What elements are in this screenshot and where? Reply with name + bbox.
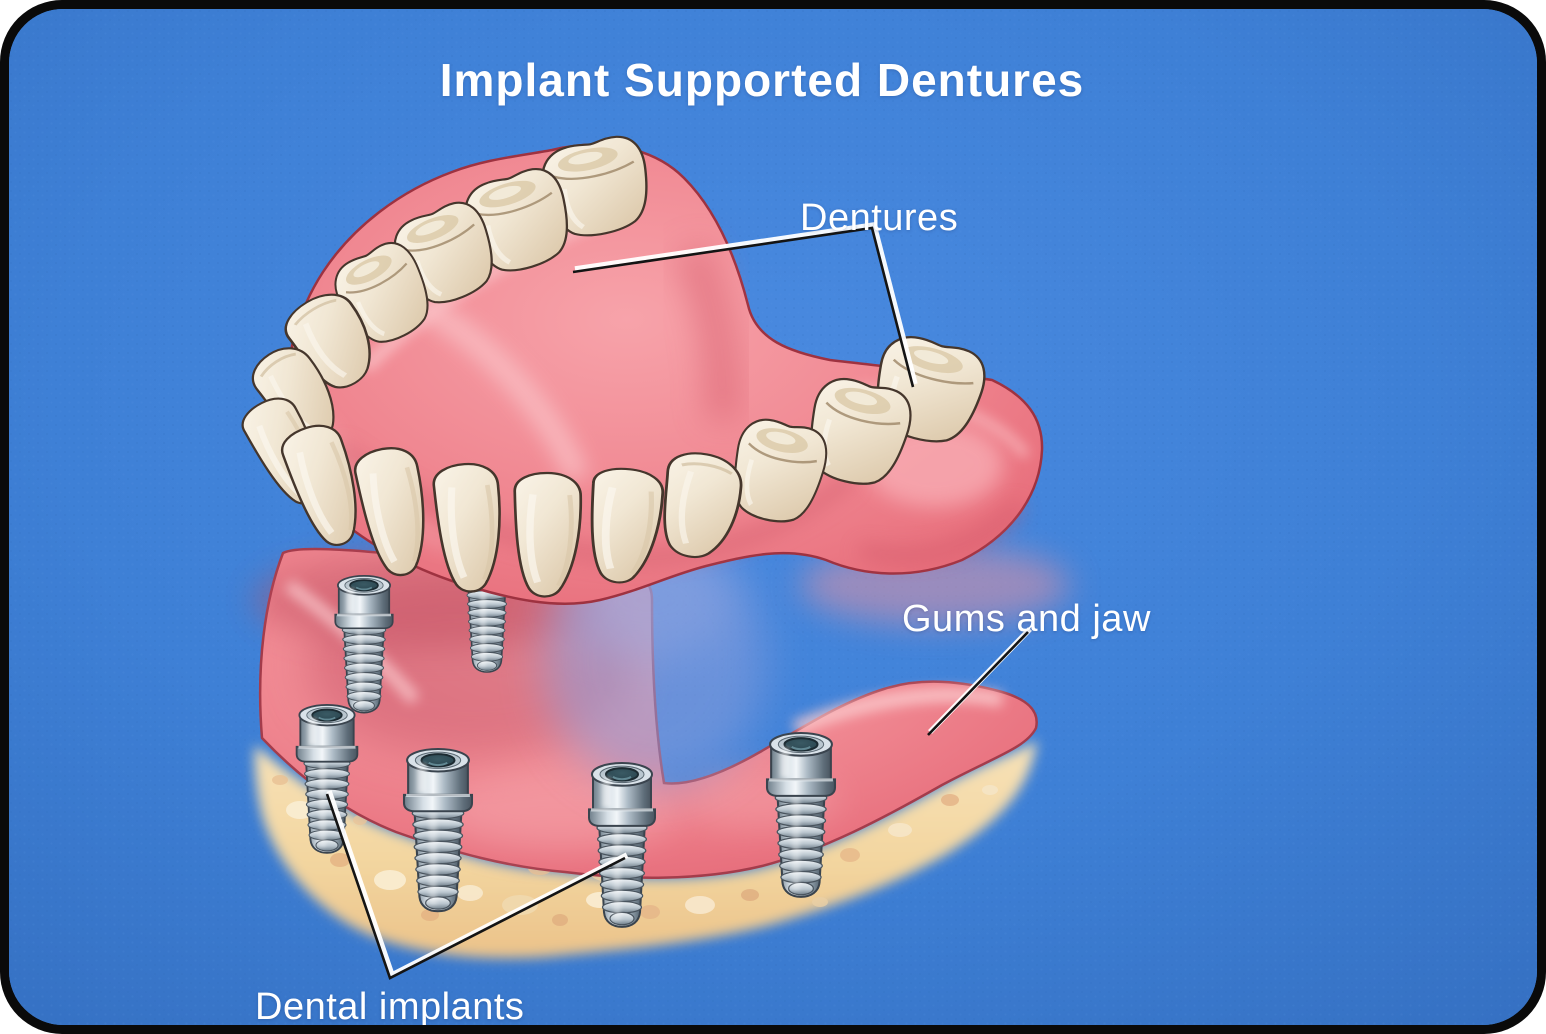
implant-2 bbox=[467, 590, 507, 672]
leader-line-dentures bbox=[572, 221, 918, 388]
leader-line-dental-implants bbox=[325, 790, 629, 980]
leader-line-gums-and-jaw bbox=[927, 627, 1032, 736]
page-title: Implant Supported Dentures bbox=[439, 54, 1085, 106]
label-dental-implants: Dental implants bbox=[255, 986, 525, 1025]
denture-illustration bbox=[237, 132, 1044, 605]
label-gums-and-jaw: Gums and jaw bbox=[902, 598, 1151, 640]
label-dentures: Dentures bbox=[800, 197, 959, 239]
frame-inner: Implant Supported Dentures Dentures Gums… bbox=[9, 9, 1537, 1025]
scene-svg bbox=[9, 9, 1537, 1025]
